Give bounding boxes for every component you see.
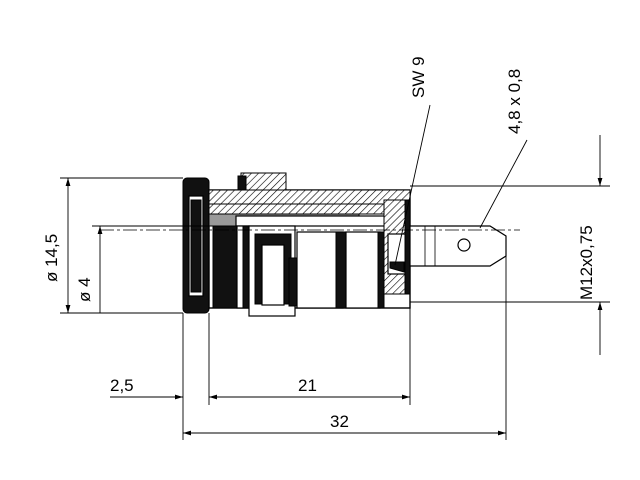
label-wrench: SW 9	[409, 56, 428, 98]
label-dia-inner: ø 4	[75, 277, 94, 302]
thread-section	[208, 189, 411, 205]
label-dim-left: 2,5	[110, 376, 134, 395]
label-dim-total: 32	[330, 412, 349, 431]
tab-hole	[457, 238, 471, 252]
label-tab: 4,8 x 0,8	[505, 69, 524, 134]
socket-body	[182, 172, 507, 317]
label-dim-mid: 21	[298, 376, 317, 395]
label-thread: M12x0,75	[577, 225, 596, 300]
dimensions	[60, 104, 610, 440]
label-dia-outer: ø 14,5	[42, 234, 61, 282]
